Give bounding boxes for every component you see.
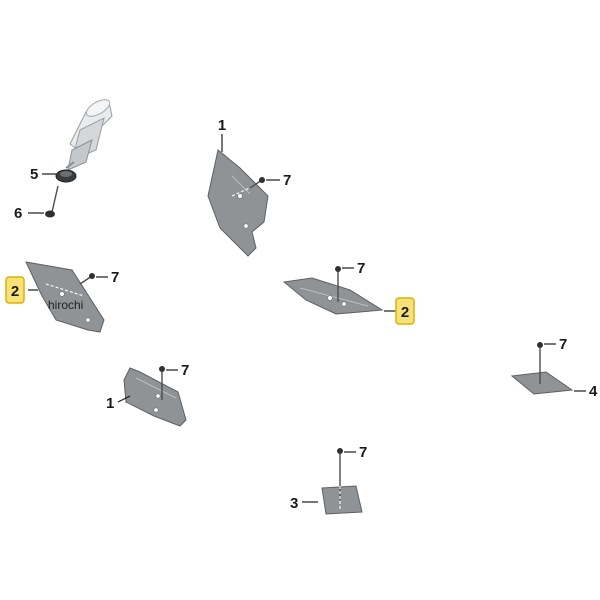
part-2-right-highlight: [395, 297, 415, 325]
leader-lines: [28, 134, 586, 503]
callout-1-top: 1: [218, 117, 226, 134]
screw-7-d: [335, 266, 341, 302]
callout-7-a: 7: [559, 336, 567, 353]
callout-7-b: 7: [283, 172, 291, 189]
callout-7-c: 7: [111, 269, 119, 286]
callout-3: 3: [290, 495, 298, 512]
part-1-top-bracket: [207, 149, 269, 257]
callout-5: 5: [30, 166, 38, 183]
screw-7-c: [79, 273, 95, 285]
callout-7-f: 7: [359, 444, 367, 461]
part-1-bottom-bracket: [123, 367, 187, 427]
part-3-plate: [321, 448, 363, 515]
handle-grip: [67, 99, 113, 171]
callout-7-e: 7: [181, 362, 189, 379]
part-5-nut: [55, 161, 77, 183]
screw-7-e: [159, 366, 165, 400]
callout-2-right: 2: [401, 304, 409, 321]
watermark: hirochi: [48, 298, 83, 312]
callout-2-left: 2: [11, 283, 19, 300]
part-2-left-plate: [25, 261, 105, 333]
part-4-plate: [510, 342, 574, 395]
part-2-right-plate: [282, 277, 384, 315]
callout-6: 6: [14, 205, 22, 222]
callout-1-bottom: 1: [106, 395, 114, 412]
screw-7-b: [249, 177, 265, 189]
callout-4: 4: [589, 383, 598, 400]
part-2-left-highlight: [5, 276, 25, 304]
part-6-bolt: [45, 185, 59, 218]
callout-7-d: 7: [357, 260, 365, 277]
